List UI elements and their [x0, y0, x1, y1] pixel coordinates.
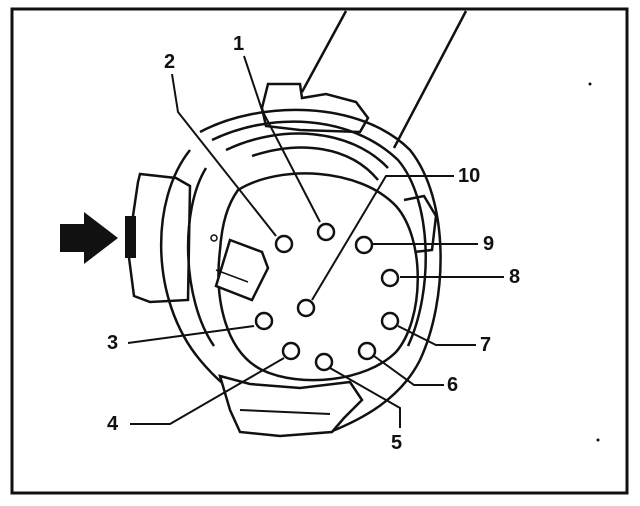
leader-lines — [127, 55, 504, 428]
pins — [254, 222, 400, 372]
pin-labels: 1 2 3 4 5 6 7 8 9 10 — [107, 33, 520, 454]
top-tab — [260, 82, 370, 134]
pin-5 — [314, 352, 334, 372]
leader-line-10 — [311, 175, 454, 301]
pin-label-4: 4 — [107, 413, 119, 435]
leader-line-3 — [127, 325, 255, 344]
pin-label-2: 2 — [164, 51, 175, 73]
locking-tab — [126, 172, 192, 304]
tab-slot — [125, 216, 136, 258]
pin-3 — [254, 311, 274, 331]
pin-label-9: 9 — [483, 233, 494, 255]
leader-line-4 — [130, 357, 285, 425]
cable — [300, 10, 468, 149]
leader-line-2 — [171, 73, 277, 237]
pin-7 — [380, 311, 400, 331]
pin-label-10: 10 — [458, 165, 480, 187]
arrow-right-icon — [60, 212, 118, 264]
pin-label-8: 8 — [509, 266, 520, 288]
key-block — [214, 238, 270, 302]
leader-line-6 — [373, 355, 444, 386]
pin-4 — [281, 341, 301, 361]
leader-line-1 — [243, 55, 321, 223]
pin-label-3: 3 — [107, 332, 118, 354]
leader-line-7 — [397, 325, 476, 346]
pin-label-1: 1 — [233, 33, 244, 55]
pin-2 — [274, 234, 294, 254]
housing — [160, 108, 442, 434]
diagram-frame — [10, 7, 629, 495]
pin-label-6: 6 — [447, 374, 458, 396]
pin-8 — [380, 268, 400, 288]
pin-6 — [357, 341, 377, 361]
pin-label-7: 7 — [480, 334, 491, 356]
leader-line-5 — [329, 367, 401, 428]
pin-1 — [316, 222, 336, 242]
bottom-lug — [218, 374, 364, 438]
side-clip — [403, 194, 438, 254]
pin-9 — [354, 235, 374, 255]
pin-10 — [296, 298, 316, 318]
pin-label-5: 5 — [391, 432, 402, 454]
